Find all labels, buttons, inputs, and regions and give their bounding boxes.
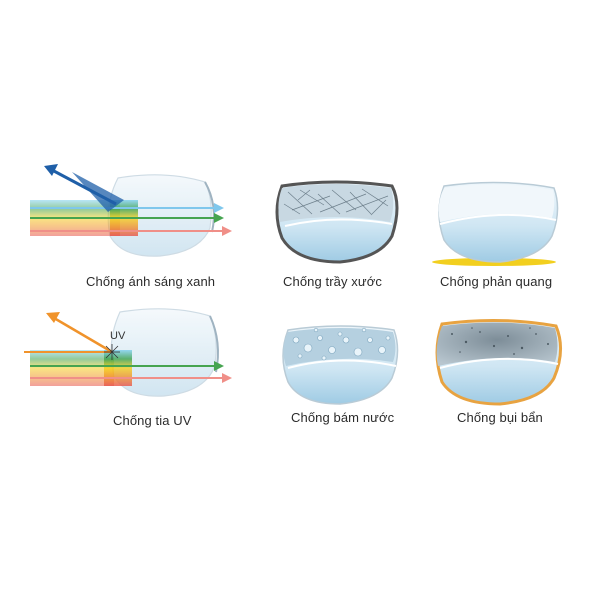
caption-blue-light: Chống ánh sáng xanh: [86, 274, 216, 289]
dust-illustration: [435, 318, 562, 406]
caption-scratch: Chống trầy xước: [283, 274, 382, 289]
lens-highlight: [439, 213, 557, 225]
lens-edge: [204, 181, 215, 233]
lens-highlight: [284, 218, 393, 227]
arrow-head: [214, 213, 224, 223]
caption-uv: Chống tia UV: [113, 413, 192, 428]
scratch-illustration: [275, 180, 399, 264]
blue-reflected-arrow: [51, 168, 117, 206]
arrow-head: [214, 361, 224, 371]
caption-dust: Chống bụi bẩn: [457, 410, 543, 425]
lens-highlight: [439, 357, 559, 369]
water-droplets: [292, 327, 391, 361]
arrow-head: [214, 203, 224, 213]
scratch-area: [278, 184, 394, 222]
caption-water: Chống bám nước: [291, 410, 395, 425]
arrow-head: [222, 226, 232, 236]
orange-reflected-arrow: [53, 316, 113, 354]
scratch-lines: [283, 188, 389, 216]
spark-icon: [104, 344, 120, 360]
water-illustration: [282, 325, 399, 405]
caption-anti-reflection: Chống phản quang: [440, 274, 553, 289]
lens-top: [438, 184, 555, 222]
arrow-head: [222, 373, 232, 383]
uv-tag: UV: [110, 330, 126, 342]
dust-specks: [451, 327, 549, 355]
lens-highlight: [287, 359, 397, 369]
uv-illustration: [24, 308, 232, 397]
arrow-head: [44, 164, 58, 176]
rainbow-beam: [30, 350, 114, 386]
blue-light-illustration: [30, 164, 232, 257]
droplet-area: [283, 328, 396, 366]
arrow-head: [46, 312, 60, 323]
anti-reflection-illustration: [432, 181, 559, 266]
dirt-area: [436, 322, 558, 366]
rainbow-beam-through: [104, 350, 132, 386]
